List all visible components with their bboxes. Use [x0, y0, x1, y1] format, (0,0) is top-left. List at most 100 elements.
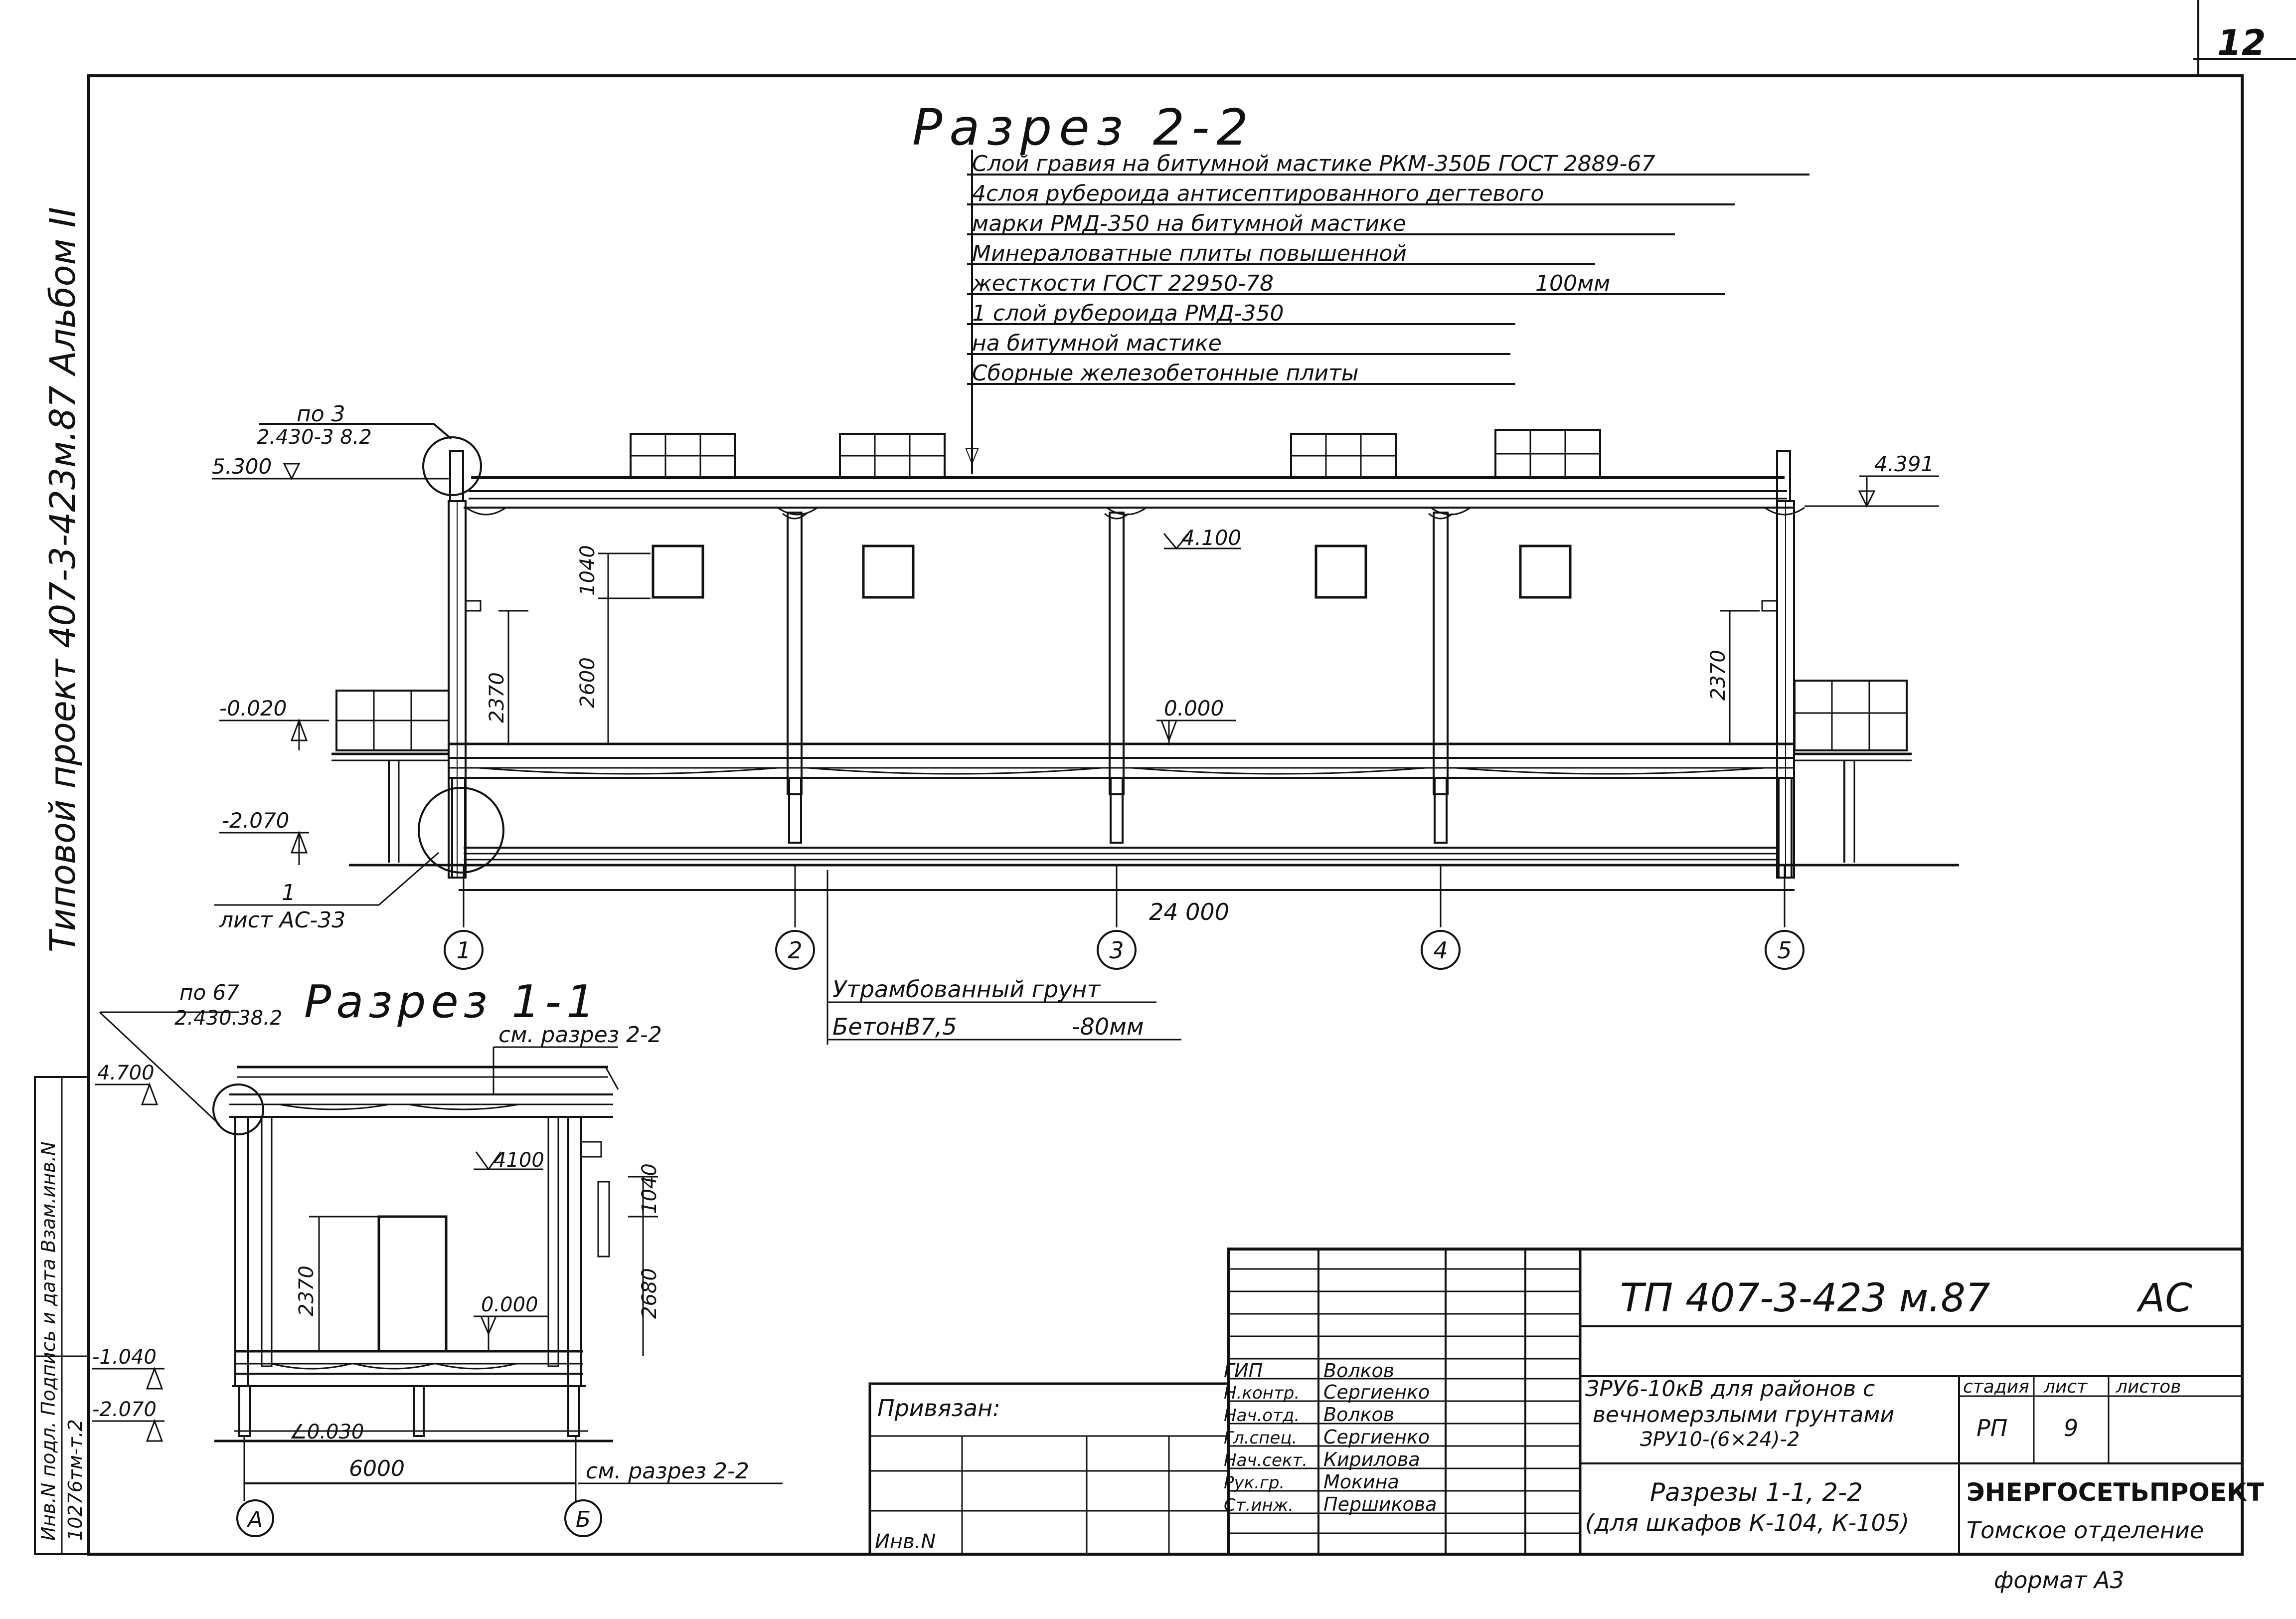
layer-text-5: жесткости ГОСТ 22950-78	[972, 271, 1274, 296]
role-1: ГИП	[1224, 1360, 1263, 1382]
see-ref-top-leader	[492, 1046, 618, 1094]
sheet-value: 9	[2064, 1415, 2078, 1441]
layer-text-2: 4слоя рубероида антисептированного дегте…	[972, 181, 1544, 206]
role-5: Нач.сект.	[1224, 1450, 1308, 1470]
elev-0000-mark	[1156, 720, 1236, 745]
elev-4700: 4.700	[97, 1062, 155, 1084]
floor-slab	[449, 742, 1795, 779]
ground-line2-value: -80мм	[1072, 1013, 1144, 1040]
elev-m2070b-mark	[92, 1419, 164, 1442]
callout-top-leader	[259, 423, 452, 440]
axis-2: 2	[788, 937, 802, 964]
sheet-number: 12	[2217, 22, 2266, 63]
doc-mark: АС	[2136, 1276, 2192, 1321]
detail-ref-line2: лист АС-33	[219, 907, 345, 933]
name-3: Волков	[1323, 1404, 1394, 1426]
layer-text-7: на битумной мастике	[972, 331, 1222, 356]
dim-2370-right: 2370	[1707, 650, 1730, 701]
dim-2600: 2600	[576, 657, 599, 708]
axis-B: Б	[576, 1507, 591, 1532]
outer-walls	[448, 500, 1795, 879]
axis-A: А	[246, 1507, 263, 1532]
section11-door	[377, 1215, 448, 1353]
axis-markers-section22	[444, 865, 1804, 970]
section11-callout-line2: 2.430.38.2	[174, 1007, 282, 1030]
name-4: Сергиенко	[1323, 1426, 1430, 1448]
elev-4100b: 4100	[493, 1149, 544, 1172]
role-3: Нач.отд.	[1224, 1406, 1300, 1426]
elev-0000: 0.000	[1164, 696, 1224, 720]
tied-label: Привязан:	[877, 1395, 1000, 1422]
stage-header: стадия	[1963, 1377, 2029, 1397]
dim-6000: 6000	[349, 1456, 405, 1481]
axis-5: 5	[1777, 937, 1792, 964]
layer-text-6: 1 слой рубероида РМД-350	[972, 301, 1284, 326]
axis-4: 4	[1433, 937, 1448, 964]
format-label: формат А3	[1994, 1567, 2125, 1594]
name-1: Волков	[1323, 1360, 1394, 1382]
elev-4391-mark	[1804, 475, 1939, 508]
grade-line	[349, 847, 1959, 867]
dim-2370b: 2370	[295, 1265, 318, 1316]
interior-windows	[652, 544, 1572, 599]
dim-1040b: 1040	[638, 1163, 661, 1214]
section11-supports	[214, 1385, 613, 1442]
roof-skylights	[630, 429, 1601, 479]
see-ref-bottom: см. разрез 2-2	[586, 1458, 749, 1484]
name-7: Першикова	[1323, 1493, 1437, 1515]
dim-2370-left: 2370	[486, 672, 508, 723]
elev-5300-mark	[212, 463, 449, 481]
ground-line1: Утрамбованный грунт	[832, 976, 1101, 1003]
section11-floor	[232, 1350, 586, 1387]
roof-slab	[464, 476, 1805, 516]
elev-m2070b: -2.070	[92, 1398, 157, 1421]
tied-block	[868, 1382, 1230, 1556]
name-5: Кирилова	[1323, 1448, 1420, 1470]
sheet-header: лист	[2043, 1377, 2088, 1397]
org-name: ЭНЕРГОСЕТЬПРОЕКТ	[1967, 1478, 2264, 1507]
side-stamp: Типовой проект 407-3-423м.87 Альбом II	[42, 207, 83, 952]
section-1-1-title: Разрез 1-1	[304, 976, 600, 1028]
section-1-1: Разрез 1-1 по 67 2.430.38.2 см. разрез 2…	[92, 976, 783, 1537]
dim-lines-section11	[243, 1176, 658, 1501]
elev-4100: 4.100	[1181, 526, 1241, 550]
detail-ref-leader	[214, 852, 439, 906]
dim-lines-section22	[459, 552, 1795, 891]
dim-1040: 1040	[576, 545, 599, 596]
project-name-3: ЗРУ10-(6×24)-2	[1640, 1428, 1800, 1451]
elev-m2070-mark	[219, 830, 309, 865]
dim-span: 24 000	[1149, 899, 1229, 925]
section11-callout-line1: по 67	[179, 980, 239, 1005]
callout-top-line2: 2.430-3 8.2	[257, 426, 372, 449]
doc-code: ТП 407-3-423 м.87	[1620, 1276, 1990, 1321]
ground-note-leader	[826, 870, 1181, 1045]
dim-2680: 2680	[638, 1268, 661, 1319]
project-name-1: ЗРУ6-10кВ для районов с	[1585, 1376, 1875, 1402]
slope-mark: ∠0.030	[289, 1421, 364, 1443]
elev-m1040: -1.040	[92, 1346, 157, 1369]
title-block	[1227, 1248, 2244, 1556]
section11-walls	[234, 1116, 610, 1387]
axis-markers-section11	[236, 1499, 602, 1537]
elev-0000b-mark	[474, 1315, 548, 1351]
sheets-header: листов	[2116, 1377, 2181, 1397]
layer-text-3: марки РМД-350 на битумной мастике	[972, 211, 1406, 236]
callout-top-line1: по 3	[297, 401, 345, 427]
left-strip-number: 10276тм-т.2	[64, 1419, 86, 1541]
porch-right	[1794, 680, 1912, 761]
role-7: Ст.инж.	[1224, 1495, 1294, 1515]
role-6: Рук.гр.	[1224, 1473, 1285, 1493]
interior-columns	[782, 512, 1453, 795]
elev-4100b-mark	[474, 1151, 543, 1171]
inv-label: Инв.N	[875, 1530, 936, 1553]
elev-0000b: 0.000	[481, 1293, 538, 1316]
roof-layers-leader	[965, 150, 1809, 474]
role-2: Н.контр.	[1224, 1383, 1300, 1403]
section-2-2: Разрез 2-2 Слой гравия на битумной масти…	[212, 98, 1959, 1045]
elev-4700-mark	[95, 1082, 159, 1105]
section11-callout-leader	[99, 1011, 239, 1125]
detail-ref-line1: 1	[282, 880, 296, 905]
section11-detail-circle	[212, 1083, 264, 1135]
sheet-title-1: Разрезы 1-1, 2-2	[1650, 1478, 1863, 1507]
